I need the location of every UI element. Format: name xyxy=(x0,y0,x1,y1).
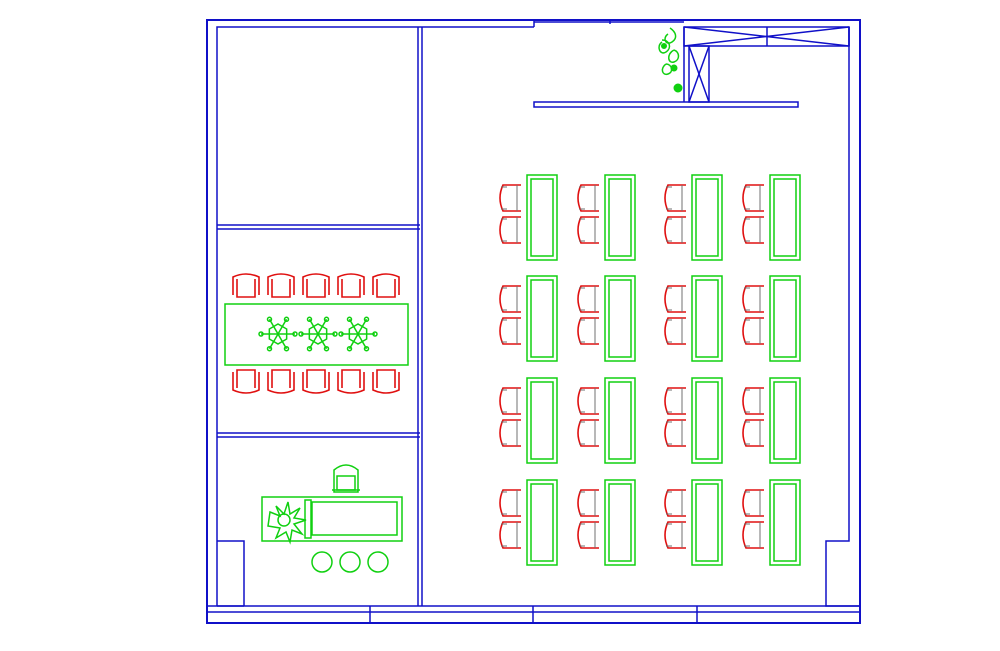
desk-icon xyxy=(769,377,801,464)
desk-icon xyxy=(604,174,636,261)
interior-partitions xyxy=(217,27,423,606)
chair-icon xyxy=(302,273,330,298)
store-box-side xyxy=(688,45,710,103)
chair-icon xyxy=(664,317,686,345)
chair-icon xyxy=(664,184,686,212)
desk-icon xyxy=(526,479,558,566)
desk-icon xyxy=(769,479,801,566)
chair-icon xyxy=(742,317,764,345)
chair-icon xyxy=(499,489,521,517)
chair-icon xyxy=(664,419,686,447)
inner-wall-left-top xyxy=(216,26,534,606)
chair-icon xyxy=(232,273,260,298)
chair-icon xyxy=(742,489,764,517)
conference-chairs-bottom xyxy=(232,369,400,394)
desk-icon xyxy=(691,479,723,566)
classroom xyxy=(499,174,801,566)
desk-icon xyxy=(691,275,723,362)
chair-icon xyxy=(337,369,365,394)
chair-icon xyxy=(742,387,764,415)
chair-icon xyxy=(664,489,686,517)
fixture-icon xyxy=(258,316,298,352)
chair-icon xyxy=(742,285,764,313)
plant-icon xyxy=(658,27,683,93)
chair-icon xyxy=(372,369,400,394)
chair-icon xyxy=(499,285,521,313)
chair-icon xyxy=(577,285,599,313)
chair-icon xyxy=(577,489,599,517)
desk-icon xyxy=(691,377,723,464)
store-room xyxy=(533,26,850,108)
chair-icon xyxy=(499,317,521,345)
chair-icon xyxy=(337,273,365,298)
chair-icon xyxy=(664,216,686,244)
desk-icon xyxy=(604,479,636,566)
desk-icon xyxy=(769,275,801,362)
chair-icon xyxy=(499,419,521,447)
fixture-icon xyxy=(298,316,338,352)
chair-icon xyxy=(664,387,686,415)
store-wall xyxy=(533,101,799,108)
chair-icon xyxy=(499,216,521,244)
desk-icon xyxy=(526,174,558,261)
desk-icon xyxy=(769,174,801,261)
reception-area xyxy=(261,464,403,573)
chair-icon xyxy=(664,521,686,549)
chair-icon xyxy=(499,521,521,549)
desk-icon xyxy=(526,275,558,362)
chair-icon xyxy=(302,369,330,394)
chair-icon xyxy=(742,216,764,244)
chair-icon xyxy=(577,317,599,345)
conference-table xyxy=(224,303,409,366)
chair-icon xyxy=(577,419,599,447)
stool-icon xyxy=(339,551,361,573)
conference-chairs-top xyxy=(232,273,400,298)
counter-divider xyxy=(304,499,312,539)
plant-icon xyxy=(267,501,307,545)
stool-icon xyxy=(311,551,333,573)
conference-room xyxy=(224,273,409,394)
reception-counter xyxy=(261,496,403,542)
desk-icon xyxy=(691,174,723,261)
chair-icon xyxy=(742,521,764,549)
left-recess xyxy=(217,540,245,606)
chair-icon xyxy=(742,419,764,447)
right-recess xyxy=(825,46,860,607)
ceiling-fixtures xyxy=(258,316,378,352)
desk-icon xyxy=(604,377,636,464)
chair-icon xyxy=(499,387,521,415)
chair-icon xyxy=(577,387,599,415)
chair-icon xyxy=(664,285,686,313)
chair-icon xyxy=(232,369,260,394)
chair-icon xyxy=(267,369,295,394)
desk-icon xyxy=(604,275,636,362)
chair-icon xyxy=(267,273,295,298)
stools xyxy=(311,551,389,573)
chair-icon xyxy=(372,273,400,298)
desk-icon xyxy=(526,377,558,464)
chair-icon xyxy=(742,184,764,212)
chair-icon xyxy=(577,521,599,549)
chair-icon xyxy=(577,216,599,244)
chair-icon xyxy=(499,184,521,212)
armchair-icon xyxy=(332,464,360,493)
reception-counter-top xyxy=(311,501,398,536)
stool-icon xyxy=(367,551,389,573)
exterior-walls xyxy=(206,19,861,624)
chair-icon xyxy=(577,184,599,212)
fixture-icon xyxy=(338,316,378,352)
